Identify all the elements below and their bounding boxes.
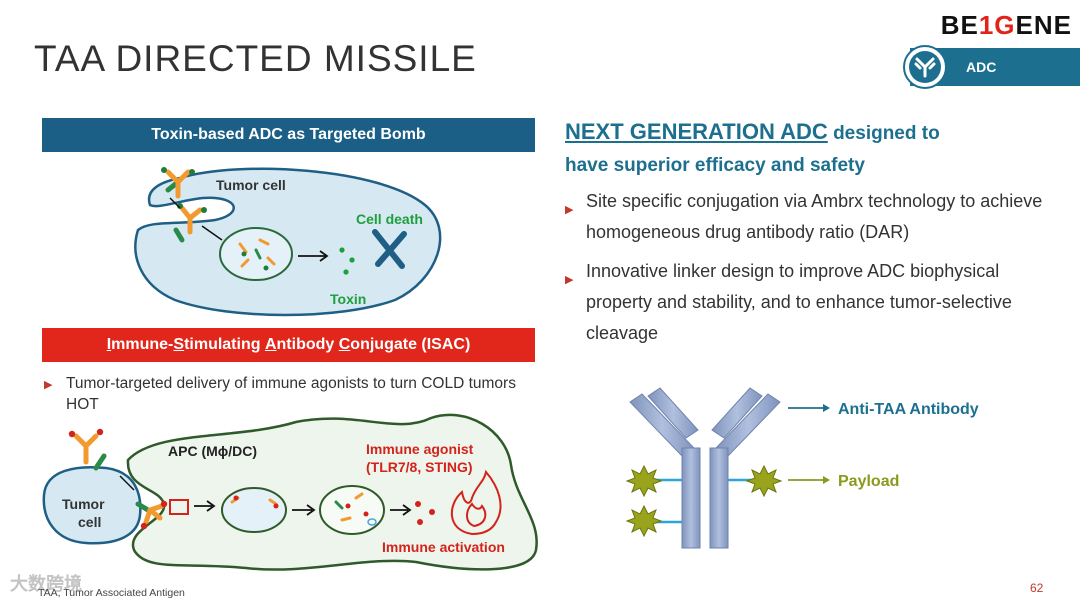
apc-label: APC (Mϕ/DC): [168, 443, 257, 459]
isac-antibody-bound: [135, 500, 168, 530]
bullet-arrow-icon: ▶: [44, 379, 53, 391]
toxin-dots: [339, 247, 355, 275]
isac-word-3: ntibody: [276, 336, 339, 353]
internalize-arrow-2: [201, 225, 223, 241]
tumor-cell-label: Tumor cell: [216, 177, 286, 193]
endosome-2-content: [334, 492, 377, 526]
logo-text-b: 1G: [978, 10, 1016, 40]
anti-taa-antibody-label: Anti-TAA Antibody: [838, 401, 979, 418]
endosome-1-shape: [221, 487, 287, 533]
bullet-text: Innovative linker design to improve ADC …: [586, 261, 1012, 343]
adc-antibody-diagram: Anti-TAA Antibody Payload: [625, 387, 979, 549]
bullet-arrow-icon: ▶: [565, 204, 574, 216]
isac-bullet: ▶ Tumor-targeted delivery of immune agon…: [44, 373, 524, 415]
toxin-adc-banner: Toxin-based ADC as Targeted Bomb: [42, 118, 535, 152]
cell-death-label: Cell death: [356, 211, 423, 227]
next-gen-heading-rest-1: designed to: [827, 123, 940, 144]
antibody-icon: [903, 45, 947, 89]
bullet-text: Site specific conjugation via Ambrx tech…: [586, 191, 1043, 242]
logo-text-a: BE: [940, 10, 979, 40]
immune-activation-flame-icon: [450, 469, 502, 536]
watermark: 大数跨境: [10, 574, 82, 594]
toxin-adc-diagram: Tumor cell Cell death Toxin: [134, 167, 442, 317]
tumor-cell-label-1: Tumor: [62, 496, 105, 512]
isac-initial-i: I: [106, 336, 112, 353]
payload-label: Payload: [838, 473, 899, 490]
degraded-antibody-fragments: [238, 238, 276, 271]
company-logo: BE1GENE: [941, 10, 1072, 41]
linker-lines: [656, 478, 760, 524]
section-tab-label: ADC: [966, 59, 997, 75]
fc-receptor: [169, 499, 189, 515]
binding-arrow: [119, 475, 135, 491]
isac-initial-s: S: [173, 336, 185, 353]
immune-activation-label: Immune activation: [382, 539, 505, 555]
endosome-2-shape: [319, 485, 385, 535]
isac-word-1: mmune-: [111, 336, 174, 353]
adc-antibody-bound: [173, 203, 207, 243]
tumor-cell-shape: [42, 466, 142, 545]
page-number: 62: [1030, 581, 1044, 595]
antibody-icon-graphic: [909, 51, 941, 83]
cell-death-cross-icon: [372, 229, 407, 269]
payload-star-icons: [625, 464, 783, 538]
bullet-arrow-icon: ▶: [565, 274, 574, 286]
next-gen-heading: NEXT GENERATION ADC designed to have sup…: [565, 116, 1025, 182]
tumor-cell-label-2: cell: [78, 514, 101, 530]
next-gen-heading-rest-2: have superior efficacy and safety: [565, 155, 865, 176]
isac-initial-c: C: [338, 336, 351, 353]
isac-diagram: Tumor cell APC: [42, 413, 538, 571]
isac-initial-a: A: [264, 336, 277, 353]
immune-agonist-subtitle: (TLR7/8, STING): [366, 459, 473, 475]
next-gen-heading-underlined: NEXT GENERATION ADC: [565, 119, 828, 144]
agonist-dots: [415, 501, 435, 525]
isac-word-4: onjugate (ISAC): [350, 336, 471, 353]
footnote: TAA, Tumor Associated Antigen: [38, 587, 185, 599]
endosome-1-content: [230, 495, 279, 509]
isac-bullet-text: Tumor-targeted delivery of immune agonis…: [66, 375, 516, 413]
adc-antibody-top: [161, 167, 195, 199]
isac-antibody-free: [68, 428, 107, 471]
immune-agonist-label: Immune agonist: [366, 441, 474, 457]
bullet-site-specific: ▶ Site specific conjugation via Ambrx te…: [565, 186, 1045, 248]
bullet-linker-design: ▶ Innovative linker design to improve AD…: [565, 256, 1045, 349]
logo-text-c: ENE: [1015, 10, 1072, 40]
isac-word-2: timulating: [184, 336, 265, 353]
endosome-shape: [219, 227, 293, 281]
internalize-arrow-1: [169, 197, 181, 209]
antibody-shape: [629, 387, 781, 549]
page-title: TAA DIRECTED MISSILE: [34, 38, 477, 79]
toxin-label: Toxin: [330, 291, 366, 307]
